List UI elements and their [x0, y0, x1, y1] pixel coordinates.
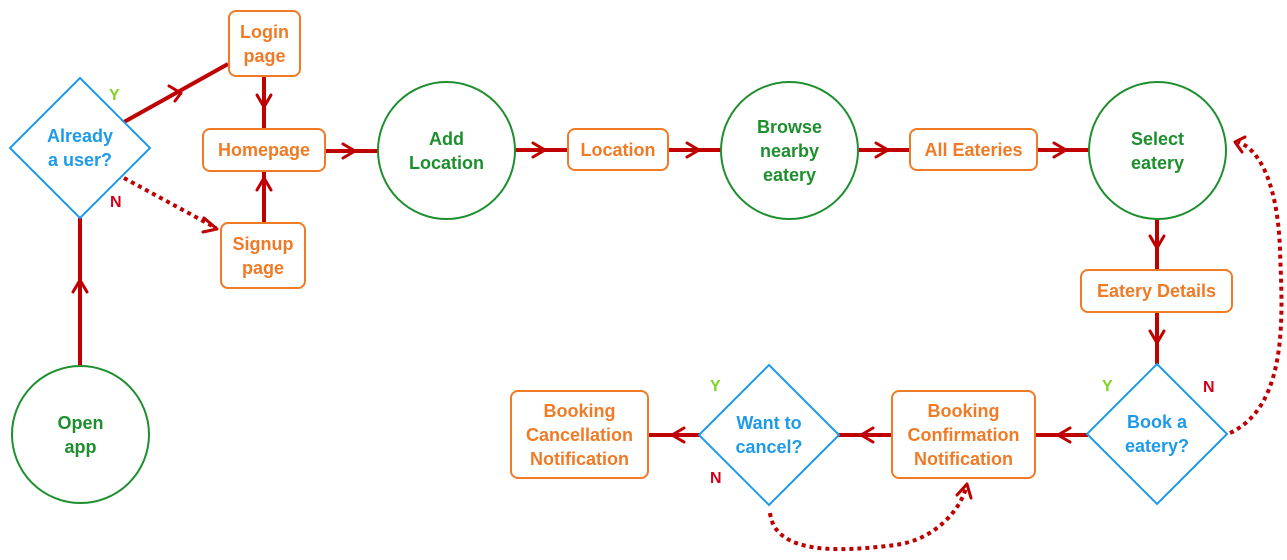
arrowhead-down-details	[1148, 329, 1166, 345]
label-already-no: N	[110, 194, 122, 211]
label-book-yes: Y	[1102, 378, 1113, 395]
edge-already-to-login	[123, 62, 229, 124]
label-cancel-no: N	[710, 470, 722, 487]
node-booking-confirmation-label: Booking Confirmation Notification	[907, 400, 1020, 469]
arrowhead-right-addlocation	[531, 141, 547, 159]
node-homepage-label: Homepage	[217, 140, 311, 160]
node-browse-nearby: Browse nearby eatery	[720, 81, 859, 220]
arrowhead-right-location	[685, 141, 701, 159]
node-add-location: Add Location	[377, 81, 516, 220]
decision-want-cancel-shape	[697, 363, 841, 507]
node-select-eatery: Select eatery	[1088, 81, 1227, 220]
node-signup-page: Signup page	[220, 222, 306, 289]
node-select-eatery-label: Select eatery	[1130, 128, 1185, 173]
arrowhead-to-login	[167, 84, 183, 103]
edge-cancel-no-to-confirmation	[768, 487, 968, 552]
arrowhead-up-signup	[255, 176, 273, 192]
node-location: Location	[567, 128, 669, 171]
node-add-location-label: Add Location	[409, 128, 484, 173]
node-browse-nearby-label: Browse nearby eatery	[756, 116, 823, 185]
node-login-page-label: Login page	[240, 21, 289, 66]
node-book-eatery-label: Book a eatery?	[1124, 412, 1190, 456]
arrowhead-up-open	[71, 278, 89, 294]
node-already-user-label: Already a user?	[46, 126, 114, 170]
node-open-app: Open app	[11, 365, 150, 504]
arrowhead-right-homepage	[341, 142, 357, 160]
node-eatery-details-label: Eatery Details	[1096, 281, 1217, 301]
node-all-eateries: All Eateries	[909, 128, 1038, 171]
node-booking-cancellation: Booking Cancellation Notification	[510, 390, 649, 479]
arrowhead-left-wantcancel	[670, 426, 686, 444]
node-all-eateries-label: All Eateries	[924, 139, 1023, 160]
arrowhead-to-confirmation	[955, 482, 973, 500]
node-booking-cancellation-label: Booking Cancellation Notification	[525, 400, 634, 469]
arrowhead-right-alleateries	[1052, 141, 1068, 159]
arrowhead-down-login	[255, 93, 273, 109]
node-open-app-label: Open app	[57, 412, 104, 457]
edge-already-no-to-signup	[123, 176, 217, 230]
label-book-no: N	[1203, 379, 1215, 396]
arrowhead-down-select	[1148, 234, 1166, 250]
node-login-page: Login page	[228, 10, 301, 77]
arrowhead-to-signup	[201, 216, 219, 234]
node-already-user: Already a user?	[30, 118, 130, 178]
node-eatery-details: Eatery Details	[1080, 269, 1233, 313]
node-want-cancel-label: Want to cancel?	[735, 413, 803, 457]
node-signup-page-label: Signup page	[232, 233, 294, 278]
decision-book-eatery-shape	[1085, 362, 1229, 506]
arrowhead-left-book	[1056, 426, 1072, 444]
arrowhead-right-browse	[874, 141, 890, 159]
decision-already-user-shape	[8, 76, 152, 220]
node-homepage: Homepage	[202, 128, 326, 172]
node-booking-confirmation: Booking Confirmation Notification	[891, 390, 1036, 479]
label-cancel-yes: Y	[710, 378, 721, 395]
arrowhead-left-confirmation	[859, 426, 875, 444]
label-already-yes: Y	[109, 87, 120, 104]
arrowhead-to-select	[1233, 135, 1247, 154]
node-book-eatery: Book a eatery?	[1107, 404, 1207, 464]
node-location-label: Location	[580, 139, 656, 160]
node-want-cancel: Want to cancel?	[719, 405, 819, 465]
edge-book-no-to-select	[1229, 140, 1284, 435]
